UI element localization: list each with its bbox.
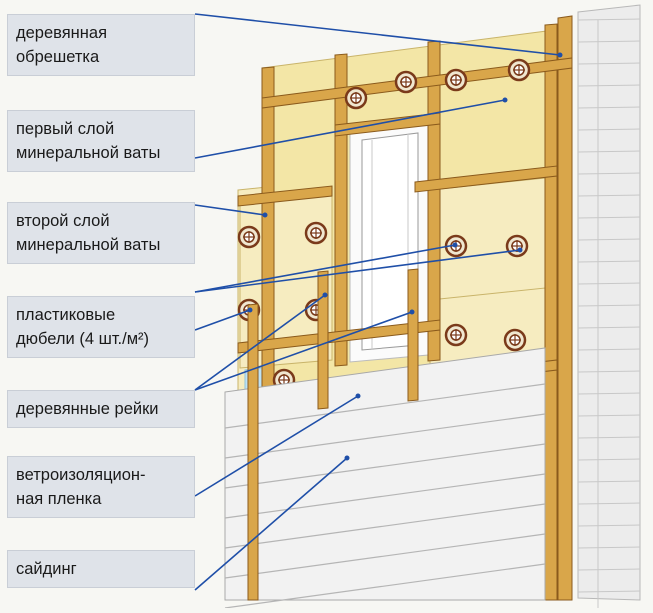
plastic-dowel-icon — [507, 58, 531, 82]
label-plastic-dowels: пластиковые дюбели (4 шт./м²) — [7, 296, 195, 358]
label-line: минеральной ваты — [16, 236, 161, 254]
plastic-dowel-icon — [237, 225, 261, 249]
label-line: деревянная — [16, 24, 108, 42]
plastic-dowel-icon — [503, 328, 527, 352]
label-line: сайдинг — [16, 560, 77, 578]
plastic-dowel-icon — [444, 323, 468, 347]
label-line: ная пленка — [16, 490, 102, 508]
label-wooden-battens: деревянные рейки — [7, 390, 195, 428]
label-line: минеральной ваты — [16, 144, 161, 162]
leader-lines — [194, 13, 563, 591]
label-first-wool-layer: первый слой минеральной ваты — [7, 110, 195, 172]
label-line: дюбели (4 шт./м²) — [16, 330, 150, 348]
label-line: обрешетка — [16, 48, 100, 66]
label-wind-membrane: ветроизоляцион- ная пленка — [7, 456, 195, 518]
label-line: первый слой — [16, 120, 115, 138]
label-line: второй слой — [16, 212, 110, 230]
siding — [224, 347, 546, 609]
label-line: деревянные рейки — [16, 400, 159, 418]
plastic-dowel-icon — [444, 68, 468, 92]
plastic-dowel-icon — [344, 86, 368, 110]
label-line: ветроизоляцион- — [16, 466, 146, 484]
plastic-dowel-icon — [505, 234, 529, 258]
brick-wall — [577, 4, 641, 613]
plastic-dowel-icon — [304, 221, 328, 245]
label-wooden-lathing: деревянная обрешетка — [7, 14, 195, 76]
label-siding: сайдинг — [7, 550, 195, 588]
label-second-wool-layer: второй слой минеральной ваты — [7, 202, 195, 264]
plastic-dowel-icon — [394, 70, 418, 94]
label-line: пластиковые — [16, 306, 116, 324]
